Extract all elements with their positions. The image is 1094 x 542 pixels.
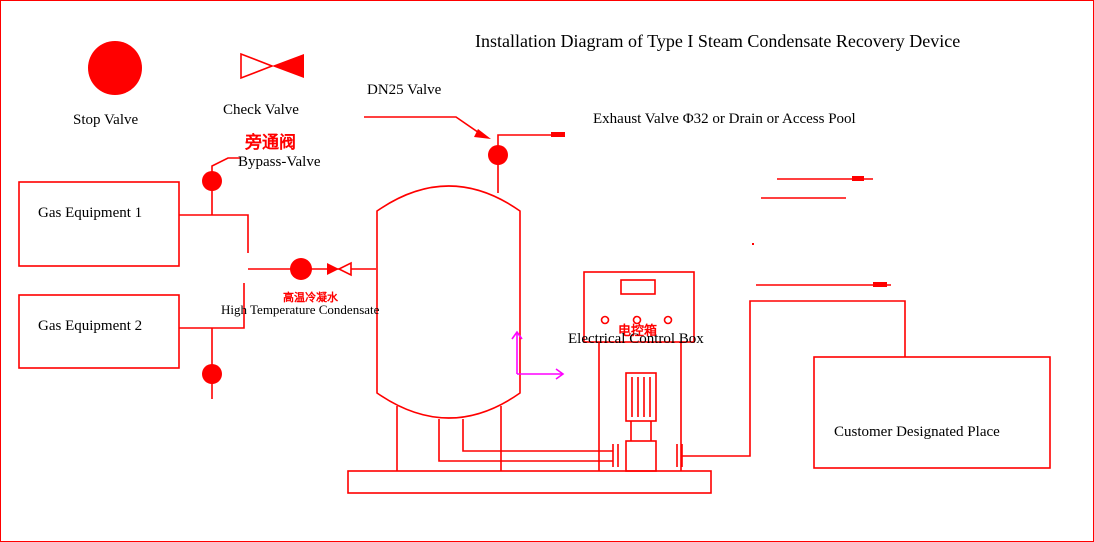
pump-body [625, 440, 657, 472]
equipment-2-outlet-pipe [179, 283, 245, 329]
flow-arrow-right-head [555, 368, 565, 380]
gas-equipment-1-box [18, 181, 180, 267]
condensate-check-valve-icon [327, 263, 339, 275]
pump-discharge-pipe [682, 300, 906, 457]
gas-equipment-1-label: Gas Equipment 1 [38, 205, 143, 221]
exhaust-pipe-tip [551, 132, 565, 137]
tank-outlet-pipe [438, 419, 613, 462]
tank-top-pipe [497, 134, 551, 193]
condensate-tank [376, 185, 521, 419]
tank-outlet-pipe-2 [462, 419, 613, 452]
legend-stop-valve-label: Stop Valve [73, 112, 139, 128]
legend-check-valve-icon-right [272, 54, 304, 78]
equipment-base [347, 470, 712, 494]
dn25-arrowhead [474, 129, 491, 139]
legend-check-valve-icon-left [240, 52, 275, 80]
high-temp-condensate-cn-label: 高温冷凝水 [283, 291, 338, 304]
control-box-display [620, 279, 656, 295]
pump-coupling [630, 421, 652, 441]
control-box-button-3 [663, 315, 673, 325]
condensate-check-valve-icon-left [337, 261, 352, 277]
pump-motor-fins [631, 377, 651, 417]
equipment-2-stop-valve-icon [202, 364, 222, 384]
dn25-pointer-line [364, 116, 486, 138]
exhaust-valve-label: Exhaust Valve Φ32 or Drain or Access Poo… [593, 111, 856, 127]
legend-check-valve-label: Check Valve [223, 102, 299, 118]
pump-outlet-flange [676, 444, 683, 467]
high-temp-condensate-label: High Temperature Condensate [221, 302, 380, 317]
condensate-stop-valve-icon [290, 258, 312, 280]
pump-inlet-flange [612, 444, 619, 467]
electrical-control-box-label: Electrical Control Box [568, 331, 704, 347]
fragment-line-1-tip [852, 176, 864, 181]
diagram-title: Installation Diagram of Type I Steam Con… [475, 31, 961, 51]
gas-equipment-2-box [18, 294, 180, 369]
equipment-1-outlet-pipe [179, 214, 249, 253]
bypass-valve-label: Bypass-Valve [238, 154, 321, 170]
dn25-stop-valve-icon [488, 145, 508, 165]
bypass-stop-valve-icon [202, 171, 222, 191]
legend-stop-valve-icon [88, 41, 142, 95]
gas-equipment-2-label: Gas Equipment 2 [38, 318, 143, 334]
control-box-button-1 [600, 315, 610, 325]
pump-motor [625, 372, 657, 422]
flow-arrow-up-head [511, 330, 523, 340]
bypass-valve-cn-label: 旁通阀 [245, 133, 296, 153]
customer-place-box [813, 356, 1051, 469]
control-box [583, 271, 695, 343]
control-box-button-2 [632, 315, 642, 325]
dn25-valve-label: DN25 Valve [367, 82, 442, 98]
control-box-stand [598, 342, 682, 471]
stray-dot [752, 243, 754, 245]
control-box-cn-label: 电控箱 [618, 324, 658, 339]
customer-place-label: Customer Designated Place [834, 424, 1000, 440]
fragment-line-3-tip [873, 282, 887, 287]
